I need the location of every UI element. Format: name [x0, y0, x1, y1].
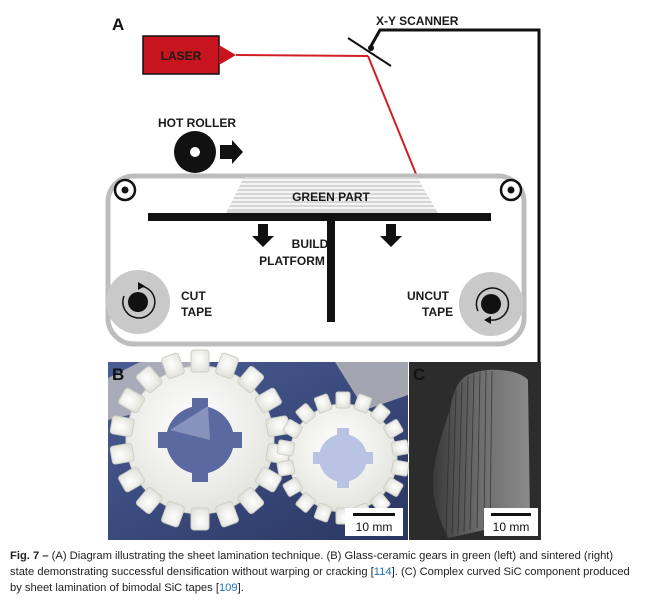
scanner-frame-wire — [369, 28, 541, 362]
build-label: BUILD — [292, 237, 329, 251]
caption-text-3: ]. — [237, 582, 244, 594]
platform-down-arrow-right — [380, 224, 402, 247]
caption-fig-number: Fig. 7 – — [10, 550, 52, 562]
hot-roller-label: HOT ROLLER — [158, 116, 236, 130]
caption-ref-109[interactable]: 109 — [218, 582, 238, 594]
caption-ref-114[interactable]: 114 — [373, 566, 392, 578]
tape-loop — [105, 173, 527, 347]
sheet-lamination-figure: A LASER X-Y SCANNER H — [105, 14, 541, 540]
green-gear — [109, 349, 291, 531]
sintered-gear — [276, 391, 410, 525]
green-part: GREEN PART — [226, 177, 438, 213]
panel-c-scale-bar: 10 mm — [484, 508, 538, 536]
platform-label: PLATFORM — [259, 254, 325, 268]
laser-source: LASER — [142, 35, 236, 75]
cut-tape-label: TAPE — [181, 305, 212, 319]
figure-caption: Fig. 7 – (A) Diagram illustrating the sh… — [10, 548, 640, 596]
xy-scanner-mirror: X-Y SCANNER — [347, 14, 459, 67]
panel-c-photo: C 10 mm — [409, 362, 541, 540]
laser-label: LASER — [161, 49, 202, 63]
uncut-tape-label: TAPE — [422, 305, 453, 319]
panel-b-scale-label: 10 mm — [356, 520, 393, 534]
roller-direction-arrow — [220, 140, 243, 164]
green-part-label: GREEN PART — [292, 190, 370, 204]
panel-b-photo: B 10 mm — [108, 349, 410, 540]
panel-b-letter: B — [112, 365, 124, 384]
platform-down-arrow-left — [252, 224, 274, 247]
scanner-label: X-Y SCANNER — [376, 14, 459, 28]
panel-c-letter: C — [413, 365, 425, 384]
uncut-label: UNCUT — [407, 289, 450, 303]
laser-beam — [235, 54, 417, 175]
sic-component — [433, 369, 530, 538]
panel-b-scale-bar: 10 mm — [345, 508, 403, 536]
uncut-tape-roll: UNCUT TAPE — [407, 272, 523, 336]
caption-text-2: ]. (C) Complex curved SiC component prod… — [10, 566, 630, 594]
panel-a-diagram: A LASER X-Y SCANNER H — [105, 14, 541, 362]
tape-guide-rollers — [113, 178, 523, 202]
build-platform: BUILD PLATFORM — [148, 213, 491, 322]
panel-c-scale-label: 10 mm — [493, 520, 530, 534]
panel-a-letter: A — [112, 15, 124, 34]
cut-tape-roll: CUT TAPE — [106, 270, 212, 334]
hot-roller: HOT ROLLER — [158, 116, 243, 173]
caption-text-1: (A) Diagram illustrating the sheet lamin… — [10, 550, 614, 578]
cut-label: CUT — [181, 289, 206, 303]
